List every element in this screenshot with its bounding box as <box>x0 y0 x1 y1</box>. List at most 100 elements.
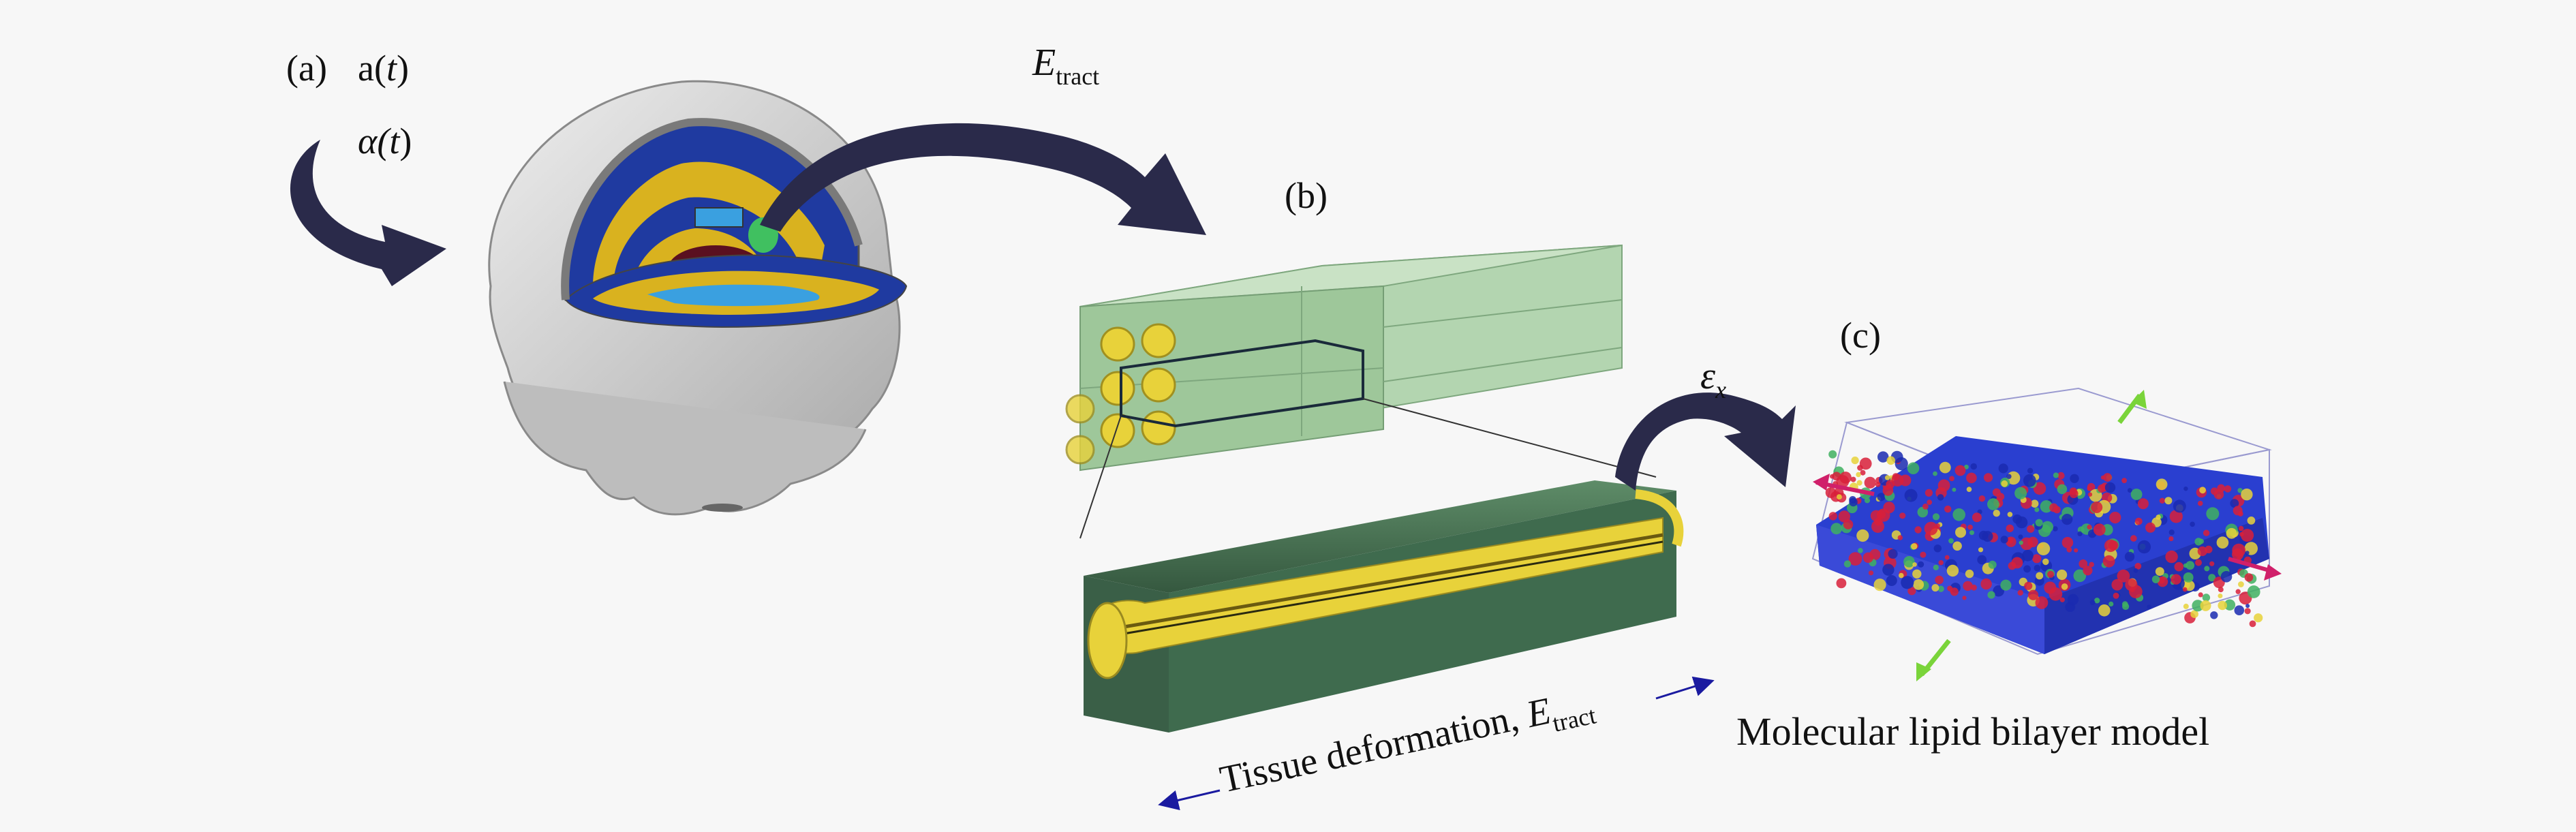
lipid-molecule <box>1992 488 2001 497</box>
axon-cross-sections <box>1065 323 1176 465</box>
lipid-molecule <box>2192 600 2204 612</box>
lipid-molecule <box>1850 476 1856 482</box>
lipid-molecule <box>2000 536 2008 544</box>
lipid-molecule <box>2199 487 2207 494</box>
lipid-molecule <box>1858 548 1863 553</box>
lipid-molecule <box>1966 487 1972 492</box>
lipid-molecule <box>2254 613 2263 623</box>
lipid-molecule <box>2087 524 2092 530</box>
lipid-molecule <box>2042 558 2049 566</box>
lipid-molecule <box>1977 555 1987 565</box>
lipid-molecule <box>1967 524 1973 530</box>
lipid-molecule <box>2197 546 2207 557</box>
lipid-molecule <box>2034 564 2041 572</box>
lipid-molecule <box>1966 472 1977 484</box>
lipid-molecule <box>2173 499 2186 513</box>
lipid-molecule <box>2218 594 2223 598</box>
lipid-molecule <box>1933 471 1937 476</box>
lipid-molecule <box>2019 540 2023 545</box>
lipid-molecule <box>1860 469 1866 476</box>
lipid-molecule <box>2059 597 2065 602</box>
lipid-molecule <box>2169 510 2183 523</box>
lipid-molecule <box>1899 572 1904 579</box>
lipid-molecule <box>1907 462 1920 474</box>
lipid-molecule <box>1836 578 1847 589</box>
lipid-molecule <box>2117 569 2130 583</box>
lipid-molecule <box>1843 519 1854 529</box>
lipid-molecule <box>1983 473 1993 482</box>
deformation-arrow-left <box>1158 789 1221 811</box>
lipid-molecule <box>1912 569 1922 579</box>
lipid-molecule <box>2047 570 2055 579</box>
lipid-molecule <box>2103 473 2112 482</box>
lipid-molecule <box>1954 465 1966 476</box>
lipid-molecule <box>2077 531 2083 537</box>
lipid-molecule <box>2111 579 2123 591</box>
lipid-molecule <box>2104 482 2116 493</box>
lipid-molecule <box>2204 566 2210 572</box>
lipid-molecule <box>2027 525 2035 533</box>
lipid-molecule <box>2024 581 2033 590</box>
lipid-molecule <box>2053 472 2059 478</box>
lipid-molecule <box>2073 569 2087 583</box>
lipid-molecule <box>1920 551 1927 558</box>
tract-strain-arrow: Etract <box>760 42 1206 235</box>
lipid-molecule <box>1993 510 2000 517</box>
lipid-molecule <box>1946 564 1959 577</box>
lipid-molecule <box>2244 573 2254 582</box>
lipid-molecule <box>2247 585 2260 598</box>
lipid-molecule <box>2238 581 2244 587</box>
lipid-molecule <box>2006 524 2014 533</box>
lipid-molecule <box>2130 489 2143 500</box>
lipid-molecule <box>1972 512 1982 523</box>
lipid-molecule <box>1944 505 1952 513</box>
lipid-molecule <box>2137 498 2149 510</box>
lipid-molecule <box>2000 579 2012 591</box>
lipid-molecule <box>1998 463 2008 474</box>
lipid-molecule <box>1952 508 1965 521</box>
lipid-molecule <box>2210 611 2218 619</box>
lipid-molecule <box>2093 523 2106 536</box>
lipid-molecule <box>1978 547 1984 553</box>
lipid-molecule <box>1856 529 1869 542</box>
lipid-molecule <box>2033 482 2046 495</box>
axon-tube-model <box>1084 480 1684 733</box>
lipid-molecule <box>2079 559 2088 568</box>
rotation-arrow-icon <box>290 140 446 286</box>
lipid-molecule <box>2087 492 2093 497</box>
lipid-molecule <box>2164 497 2173 505</box>
lipid-molecule <box>2074 548 2079 553</box>
zoom-line-left <box>1079 415 1122 539</box>
lipid-molecule <box>1871 520 1884 533</box>
stretch-arrows <box>1813 390 2282 681</box>
lipid-molecule <box>1911 543 1918 550</box>
lipid-molecule <box>2061 514 2073 525</box>
lipid-molecule <box>2113 592 2119 599</box>
lipid-molecule <box>2137 540 2151 554</box>
lipid-molecule <box>2171 574 2181 585</box>
lipid-molecule <box>1970 463 1977 470</box>
lipid-molecule <box>1944 555 1950 560</box>
lipid-molecule <box>2027 467 2034 474</box>
panel-c: (c) Molecular lipid bilayer model <box>1736 315 2282 754</box>
lipid-molecule <box>1978 495 1986 502</box>
lipid-molecule <box>1938 560 1944 566</box>
lipid-molecules <box>1825 450 2263 628</box>
lipid-molecule <box>2200 600 2211 611</box>
lipid-molecule <box>2218 587 2224 593</box>
lipid-molecule <box>2233 506 2243 516</box>
lipid-molecule <box>1931 584 1939 592</box>
lipid-molecule <box>1884 475 1890 480</box>
panel-b-label: (b) <box>1285 175 1328 216</box>
lipid-molecule <box>2203 529 2210 536</box>
lipid-molecule <box>2202 594 2211 602</box>
lipid-molecule <box>2122 602 2130 611</box>
lipid-molecule <box>1856 472 1861 478</box>
lipid-molecule <box>2168 536 2174 542</box>
lipid-molecule <box>2158 576 2165 584</box>
lipid-molecule <box>1825 487 1837 498</box>
lipid-molecule <box>2183 572 2194 583</box>
lipid-molecule <box>2057 569 2068 581</box>
lipid-molecule <box>2087 486 2092 491</box>
lipid-molecule <box>2091 502 2103 513</box>
